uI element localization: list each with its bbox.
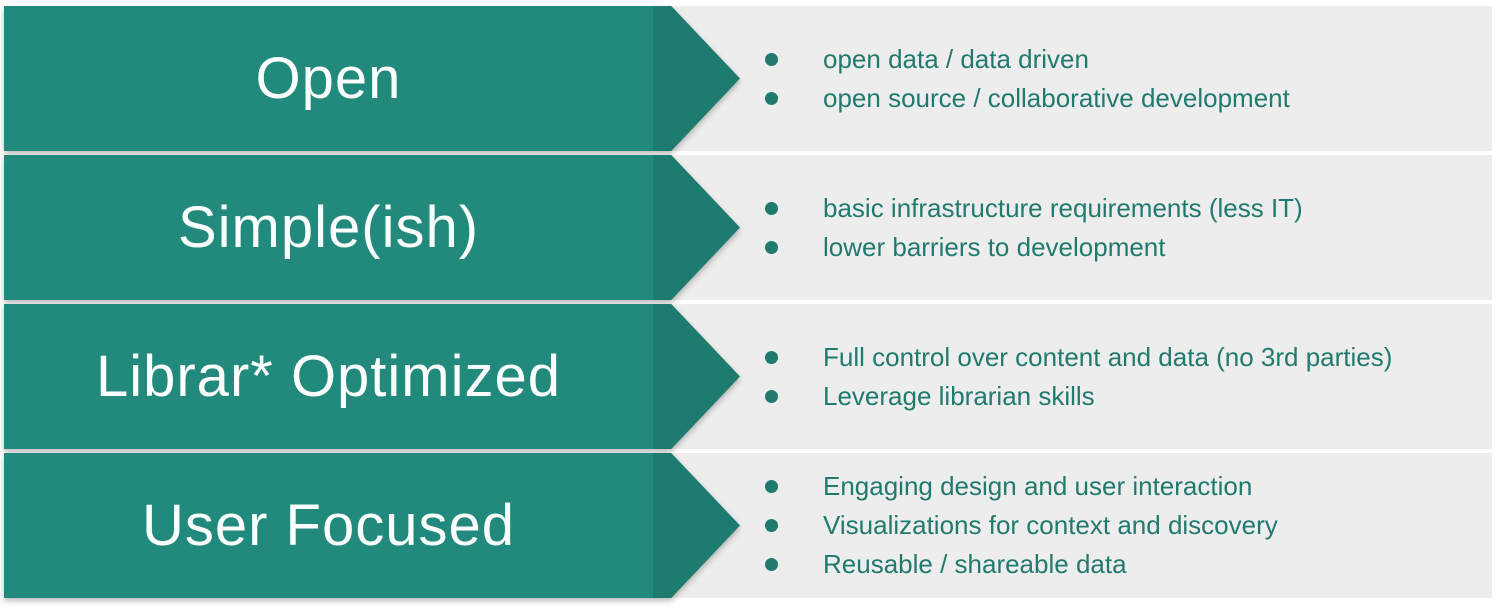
row-title: User Focused	[141, 493, 516, 558]
arrow-right-icon	[653, 155, 740, 300]
bullet-list: open data / data driven open source / co…	[765, 6, 1472, 151]
arrow-body: Open	[4, 6, 653, 151]
row-title: Open	[255, 46, 402, 111]
row-simple: Simple(ish) basic infrastructure require…	[4, 155, 1492, 300]
bullet-dot-icon	[765, 558, 778, 571]
bullet-list: basic infrastructure requirements (less …	[765, 155, 1472, 300]
row-simple-arrow: Simple(ish)	[4, 155, 740, 300]
bullet-dot-icon	[765, 201, 778, 215]
bullet-text: open data / data driven	[823, 43, 1089, 74]
bullet-dot-icon	[765, 480, 778, 493]
row-user-focused: User Focused Engaging design and user in…	[4, 453, 1492, 598]
bullet-dot-icon	[765, 350, 778, 364]
list-item: basic infrastructure requirements (less …	[765, 189, 1472, 228]
bullet-text: lower barriers to development	[823, 231, 1166, 262]
arrow-right-icon	[653, 6, 740, 151]
row-user-focused-arrow: User Focused	[4, 453, 740, 598]
bullet-text: Visualizations for context and discovery	[823, 510, 1278, 540]
bullet-text: basic infrastructure requirements (less …	[823, 192, 1303, 223]
arrow-body: User Focused	[4, 453, 653, 598]
bullet-list: Full control over content and data (no 3…	[765, 304, 1472, 449]
arrow-right-icon	[653, 304, 740, 449]
bullet-dot-icon	[765, 52, 778, 66]
row-open: Open open data / data driven open source…	[4, 6, 1492, 151]
list-item: Visualizations for context and discovery	[765, 506, 1472, 545]
row-open-arrow: Open	[4, 6, 740, 151]
list-item: Engaging design and user interaction	[765, 467, 1472, 506]
bullet-text: open source / collaborative development	[823, 82, 1290, 113]
bullet-list: Engaging design and user interaction Vis…	[765, 453, 1472, 598]
bullet-text: Engaging design and user interaction	[823, 471, 1253, 501]
bullet-dot-icon	[765, 91, 778, 105]
list-item: open source / collaborative development	[765, 79, 1472, 118]
row-librar-optimized-arrow: Librar* Optimized	[4, 304, 740, 449]
list-item: open data / data driven	[765, 40, 1472, 79]
row-librar-optimized: Librar* Optimized Full control over cont…	[4, 304, 1492, 449]
list-item: Leverage librarian skills	[765, 377, 1472, 416]
bullet-text: Full control over content and data (no 3…	[823, 341, 1393, 372]
bullet-text: Reusable / shareable data	[823, 549, 1127, 579]
row-title: Simple(ish)	[177, 195, 480, 260]
bullet-dot-icon	[765, 240, 778, 254]
bullet-dot-icon	[765, 389, 778, 403]
list-item: Reusable / shareable data	[765, 545, 1472, 584]
list-item: Full control over content and data (no 3…	[765, 338, 1472, 377]
row-title: Librar* Optimized	[95, 344, 562, 409]
arrow-right-icon	[653, 453, 740, 598]
arrow-body: Librar* Optimized	[4, 304, 653, 449]
arrow-body: Simple(ish)	[4, 155, 653, 300]
list-item: lower barriers to development	[765, 228, 1472, 267]
bullet-text: Leverage librarian skills	[823, 380, 1095, 411]
bullet-dot-icon	[765, 519, 778, 532]
